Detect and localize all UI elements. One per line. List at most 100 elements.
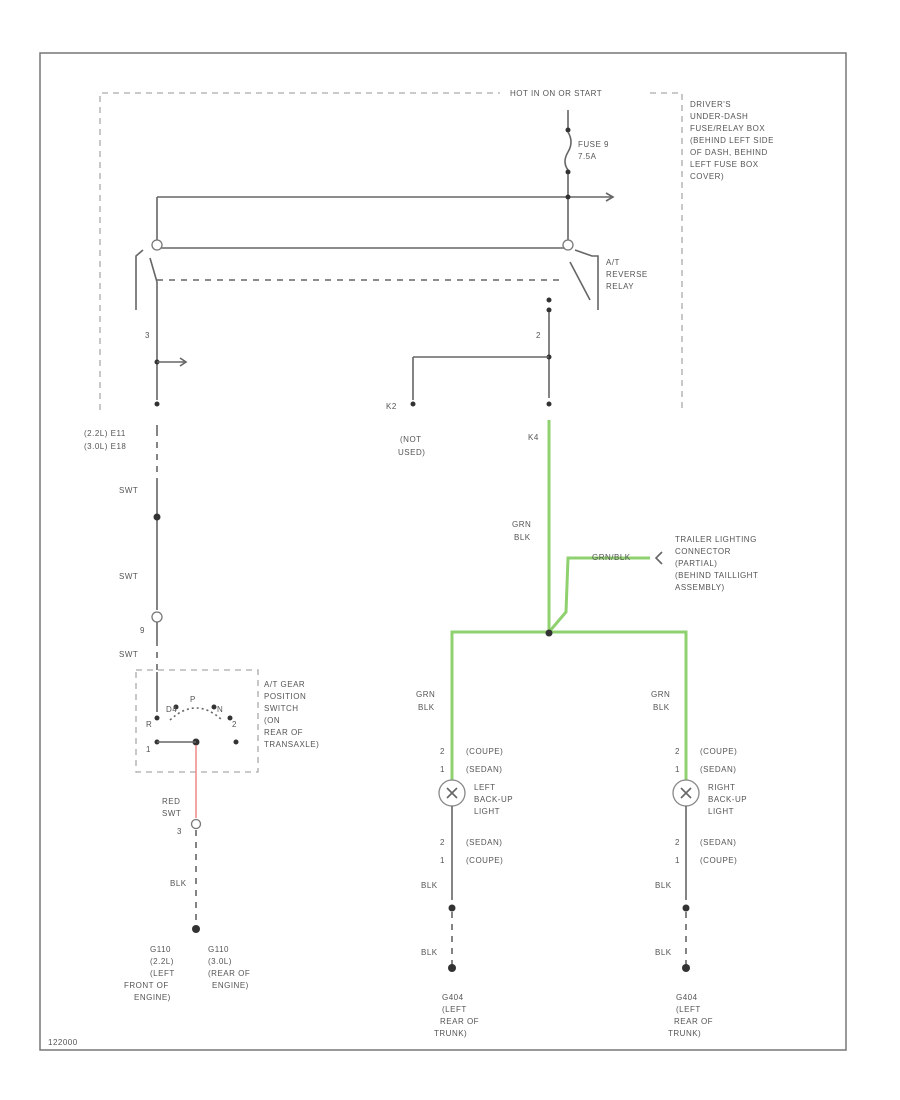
diagram-label: (COUPE)	[700, 747, 737, 756]
diagram-label: SWT	[162, 809, 181, 818]
diagram-label: LEFT FUSE BOX	[690, 160, 759, 169]
diagram-label: BACK-UP	[474, 795, 513, 804]
diagram-label: 1	[146, 745, 151, 754]
diagram-label: (2.2L)	[150, 957, 174, 966]
fuse-box-outline	[99, 92, 683, 410]
diagram-label: A/T GEAR	[264, 680, 305, 689]
diagram-label: ENGINE)	[134, 993, 171, 1002]
diagram-label: (LEFT	[442, 1005, 467, 1014]
at-reverse-relay: A/T REVERSE RELAY	[546, 249, 647, 345]
diagram-label: 2	[675, 747, 680, 756]
diagram-label: BLK	[170, 879, 187, 888]
diagram-label: BLK	[421, 881, 438, 890]
diagram-label: BLK	[655, 881, 672, 890]
diagram-label: 9	[140, 626, 145, 635]
diagram-label: G110	[150, 945, 171, 954]
diagram-label: (LEFT	[150, 969, 175, 978]
diagram-label: (REAR OF	[208, 969, 250, 978]
connector-k4: K4	[528, 433, 539, 442]
diagram-label: (COUPE)	[466, 747, 503, 756]
diagram-label: USED)	[398, 448, 425, 457]
diagram-label: UNDER-DASH	[690, 112, 748, 121]
diagram-label: RIGHT	[708, 783, 735, 792]
diagram-label: TRANSAXLE)	[264, 740, 319, 749]
diagram-label: TRUNK)	[668, 1029, 701, 1038]
diagram-label: (SEDAN)	[700, 765, 736, 774]
diagram-label: BLK	[655, 948, 672, 957]
diagram-label: 2	[536, 331, 541, 340]
left-backup-light: GRN BLK 2 1 (COUPE) (SEDAN) LEFT BACK-UP…	[416, 690, 513, 1038]
diagram-label: LEFT	[474, 783, 496, 792]
diagram-label: (NOT	[400, 435, 422, 444]
switch-ground-wire: RED SWT 3 BLK G110 (2.2L) (LEFT FRONT OF…	[124, 745, 250, 1002]
diagram-label: N	[217, 705, 223, 714]
diagram-label: BLK	[418, 703, 435, 712]
diagram-label: 1	[675, 765, 680, 774]
diagram-label: REAR OF	[264, 728, 303, 737]
diagram-label: BLK	[653, 703, 670, 712]
diagram-label: BLK	[421, 948, 438, 957]
diagram-label: POSITION	[264, 692, 306, 701]
left-upper-branch: 3	[145, 310, 188, 407]
diagram-label: (SEDAN)	[466, 838, 502, 847]
diagram-label: (COUPE)	[466, 856, 503, 865]
diagram-label: RELAY	[606, 282, 634, 291]
diagram-label: FRONT OF	[124, 981, 169, 990]
diagram-label: SWT	[119, 650, 138, 659]
diagram-label: BACK-UP	[708, 795, 747, 804]
fuse-box-label: DRIVER'S UNDER-DASH FUSE/RELAY BOX (BEHI…	[690, 100, 774, 181]
right-upper-branch: 2 K2 (NOT USED)	[386, 331, 552, 457]
diagram-label: 3	[177, 827, 182, 836]
diagram-label: (ON	[264, 716, 280, 725]
diagram-label: 1	[440, 856, 445, 865]
diagram-frame	[39, 52, 847, 1051]
diagram-label: (COUPE)	[700, 856, 737, 865]
diagram-label: DRIVER'S	[690, 100, 731, 109]
diagram-label: (BEHIND TAILLIGHT	[675, 571, 758, 580]
left-harness: (2.2L) E11 (3.0L) E18 SWT SWT 9 SWT	[84, 425, 163, 712]
diagram-label: SWT	[119, 572, 138, 581]
diagram-label: (BEHIND LEFT SIDE	[690, 136, 774, 145]
diagram-label: REAR OF	[440, 1017, 479, 1026]
diagram-label: BLK	[514, 533, 531, 542]
backup-light-feed: K4 GRN BLK GRN/BLK TRAILER LIGHTING CONN…	[450, 420, 758, 785]
diagram-label: GRN	[416, 690, 435, 699]
footer-code: 122000	[48, 1038, 78, 1047]
connector-k2: K2	[386, 402, 397, 411]
connector-e18: (3.0L) E18	[84, 442, 126, 451]
diagram-label: (SEDAN)	[700, 838, 736, 847]
diagram-label: 3	[145, 331, 150, 340]
diagram-label: (SEDAN)	[466, 765, 502, 774]
diagram-label: OF DASH, BEHIND	[690, 148, 768, 157]
diagram-label: A/T	[606, 258, 620, 267]
power-bus	[151, 192, 615, 251]
hot-label: HOT IN ON OR START	[510, 89, 602, 98]
diagram-label: G110	[208, 945, 229, 954]
trailer-connector-label: TRAILER LIGHTING CONNECTOR (PARTIAL) (BE…	[675, 535, 758, 592]
diagram-label: FUSE 9	[578, 140, 609, 149]
diagram-label: G404	[442, 993, 464, 1002]
right-backup-light: GRN BLK 2 1 (COUPE) (SEDAN) RIGHT BACK-U…	[651, 690, 747, 1038]
diagram-label: RED	[162, 797, 180, 806]
diagram-label: 2	[440, 747, 445, 756]
ground-g110-front: G110 (2.2L) (LEFT FRONT OF ENGINE)	[124, 945, 175, 1002]
diagram-label: 7.5A	[578, 152, 597, 161]
diagram-label: LIGHT	[708, 807, 734, 816]
diagram-label: ENGINE)	[212, 981, 249, 990]
diagram-label: COVER)	[690, 172, 724, 181]
diagram-label: CONNECTOR	[675, 547, 731, 556]
diagram-label: GRN/BLK	[592, 553, 631, 562]
diagram-label: (PARTIAL)	[675, 559, 717, 568]
diagram-label: 1	[675, 856, 680, 865]
fuse-9: FUSE 9 7.5A	[564, 110, 609, 245]
diagram-label: D4	[166, 705, 177, 714]
diagram-label: (LEFT	[676, 1005, 701, 1014]
diagram-label: R	[146, 720, 152, 729]
diagram-label: SWT	[119, 486, 138, 495]
diagram-label: 1	[440, 765, 445, 774]
diagram-label: GRN	[651, 690, 670, 699]
diagram-label: (3.0L)	[208, 957, 232, 966]
diagram-label: 2	[675, 838, 680, 847]
diagram-label: TRAILER LIGHTING	[675, 535, 757, 544]
ground-g110-rear: G110 (3.0L) (REAR OF ENGINE)	[208, 945, 250, 990]
